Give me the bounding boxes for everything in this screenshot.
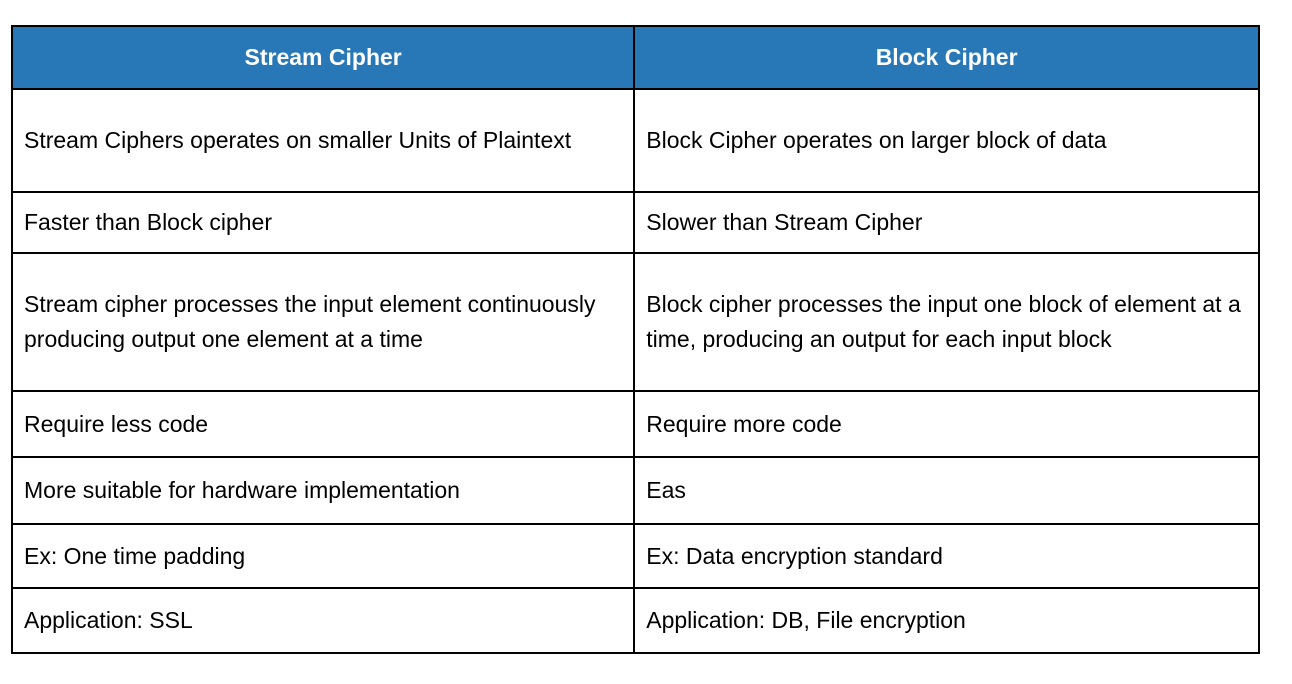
table-row: Faster than Block cipher Slower than Str… — [10, 191, 1260, 254]
table-cell-block-speed: Slower than Stream Cipher — [633, 191, 1260, 254]
table-row: More suitable for hardware implementatio… — [10, 456, 1260, 525]
cipher-comparison-table: Stream Cipher Block Cipher Stream Cipher… — [10, 25, 1260, 654]
column-header-stream-cipher: Stream Cipher — [10, 25, 636, 90]
table-cell-block-processing: Block cipher processes the input one blo… — [633, 252, 1260, 392]
table-cell-stream-units: Stream Ciphers operates on smaller Units… — [10, 88, 636, 193]
header-row: Stream Cipher Block Cipher — [10, 25, 1260, 90]
table-row: Application: SSL Application: DB, File e… — [10, 587, 1260, 654]
table-cell-stream-application: Application: SSL — [10, 587, 636, 654]
table-row: Ex: One time padding Ex: Data encryption… — [10, 523, 1260, 589]
table-cell-stream-example: Ex: One time padding — [10, 523, 636, 589]
table-row: Stream cipher processes the input elemen… — [10, 252, 1260, 392]
table-cell-block-units: Block Cipher operates on larger block of… — [633, 88, 1260, 193]
table-cell-block-application: Application: DB, File encryption — [633, 587, 1260, 654]
table-cell-block-example: Ex: Data encryption standard — [633, 523, 1260, 589]
comparison-table-container: Stream Cipher Block Cipher Stream Cipher… — [10, 25, 1260, 654]
table-cell-block-hardware: Eas — [633, 456, 1260, 525]
table-cell-stream-code: Require less code — [10, 390, 636, 458]
table-row: Stream Ciphers operates on smaller Units… — [10, 88, 1260, 193]
table-cell-block-code: Require more code — [633, 390, 1260, 458]
table-cell-stream-processing: Stream cipher processes the input elemen… — [10, 252, 636, 392]
column-header-block-cipher: Block Cipher — [633, 25, 1260, 90]
table-row: Require less code Require more code — [10, 390, 1260, 458]
table-cell-stream-hardware: More suitable for hardware implementatio… — [10, 456, 636, 525]
table-cell-stream-speed: Faster than Block cipher — [10, 191, 636, 254]
